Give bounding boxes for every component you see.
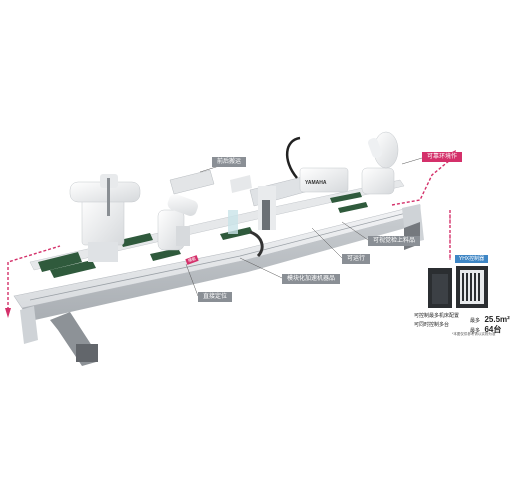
callout-right-lower: 可运行 (342, 254, 371, 264)
controller-cabinets (428, 266, 488, 308)
inspection-box (169, 169, 215, 195)
spec-prefix-1: 最多 (470, 318, 481, 324)
spec-value-1: 25.5m² (484, 315, 510, 324)
spec-prefix-2: 最多 (470, 328, 481, 334)
articulated-robot-right (361, 131, 399, 195)
controller-badge: YHX控制器 (455, 255, 488, 263)
scara-robot-left (69, 174, 141, 262)
route-arrow-left (5, 308, 11, 318)
controller-spec-value-2: 最多 64台 (470, 319, 501, 337)
brand-text: YAMAHA (305, 180, 327, 186)
gantry-robot: YAMAHA (228, 136, 349, 234)
callout-bottom-center: 模块化加速机器品 (282, 274, 341, 284)
callout-right-mid: 可视觉检上料品 (368, 236, 421, 246)
callout-bottom-left: 直接定位 (198, 292, 233, 302)
controller-spec-value-1: 最多 25.5m² (470, 309, 510, 327)
callout-top-center: 前后搬运 (212, 157, 247, 167)
left-leg (20, 306, 38, 344)
articulated-robot-mid (157, 194, 198, 251)
controller-spec-left-1: 可控制最多机床配置 (414, 313, 460, 319)
controller-spec-left-2: 可同时控制多台 (414, 322, 450, 328)
spec-value-2: 64台 (484, 325, 502, 334)
callout-top-right: 可靠环境作 (422, 152, 463, 162)
rail-side (22, 214, 420, 322)
controller-spec-note: *本图仅供参考请以实物为准 (452, 332, 496, 336)
